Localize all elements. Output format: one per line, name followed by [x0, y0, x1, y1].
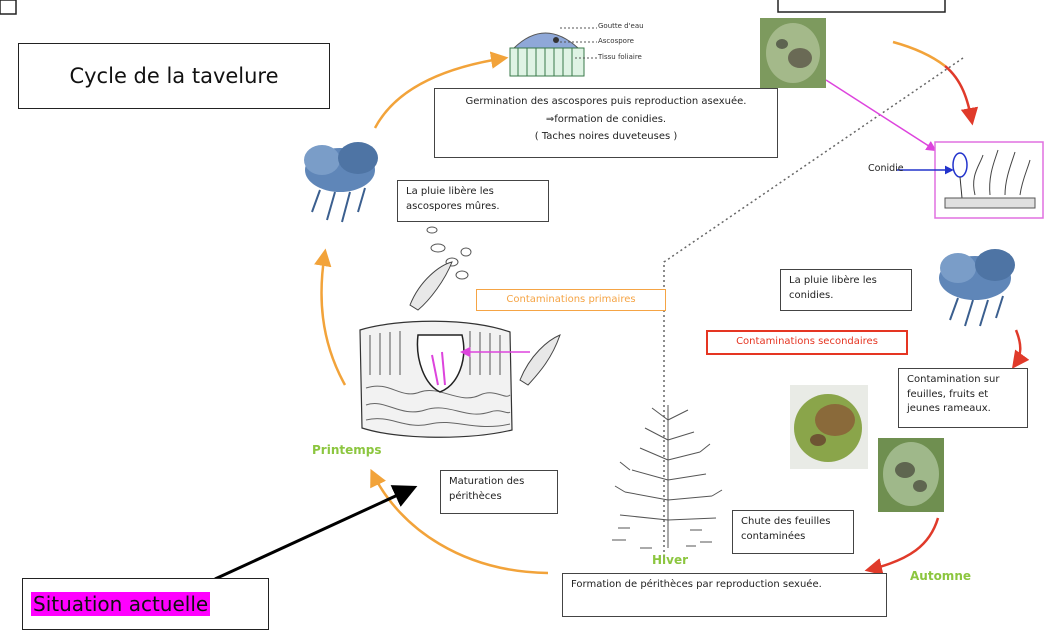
corner-frame-right: [777, 0, 946, 13]
conidia-illustration: [897, 141, 1044, 219]
cycle-arrow-bottom: [370, 468, 549, 575]
primary-contaminations-tag: Contaminations primaires: [476, 289, 666, 311]
red-arrow-top-right: [944, 65, 979, 126]
cycle-arrow-top-left: [373, 51, 509, 129]
magenta-link-arrow: [825, 79, 937, 152]
winter-tree-illustration: [612, 405, 723, 549]
leaf-photo-top: [760, 18, 826, 88]
rain-conidia-box: La pluie libère les conidies.: [780, 269, 912, 311]
label-leaf-tissue: Tissu foliaire: [598, 53, 642, 61]
germination-box: Germination des ascospores puis reproduc…: [434, 88, 778, 158]
rain-cloud-right: [939, 249, 1015, 327]
diagram-title: Cycle de la tavelure: [69, 64, 279, 88]
leaf-photo-bottom: [878, 438, 944, 512]
red-arrow-right: [1011, 329, 1030, 369]
germination-line-3: ( Taches noires duveteuses ): [534, 131, 678, 142]
title-box: Cycle de la tavelure: [18, 43, 330, 109]
germination-line-1: Germination des ascospores puis reproduc…: [465, 96, 747, 107]
formation-box: Formation de périthèces par reproduction…: [562, 573, 887, 617]
season-spring: Printemps: [312, 443, 382, 457]
rain-cloud-left: [304, 142, 378, 223]
ascospores-illustration: [409, 226, 561, 386]
current-situation-arrow: [214, 485, 418, 581]
perithecium-illustration: [359, 320, 530, 438]
season-winter: Hiver: [652, 553, 689, 567]
conidie-label: Conidie: [868, 163, 904, 174]
secondary-contaminations-tag: Contaminations secondaires: [706, 330, 908, 355]
current-situation-box: Situation actuelle: [22, 578, 269, 630]
dotted-divider: [663, 57, 964, 565]
apple-photo: [790, 385, 868, 469]
rain-ascospores-box: La pluie libère les ascospores mûres.: [397, 180, 549, 222]
red-arrow-bottom-right: [864, 517, 940, 576]
cycle-arrow-left: [314, 248, 347, 386]
label-ascospore: Ascospore: [598, 37, 634, 45]
label-water-drop: Goutte d'eau: [598, 22, 644, 30]
leaf-fall-box: Chute des feuilles contaminées: [732, 510, 854, 554]
season-autumn: Automne: [910, 569, 971, 583]
current-situation-label: Situation actuelle: [31, 592, 211, 616]
corner-frame-left: [0, 0, 17, 15]
cycle-arrow-top-right: [892, 40, 946, 67]
contamination-box: Contamination sur feuilles, fruits et je…: [898, 368, 1028, 428]
germination-line-2: ⇒formation de conidies.: [545, 113, 667, 125]
leaf-cross-section-illustration: [509, 27, 597, 77]
maturation-box: Maturation des périthèces: [440, 470, 558, 514]
